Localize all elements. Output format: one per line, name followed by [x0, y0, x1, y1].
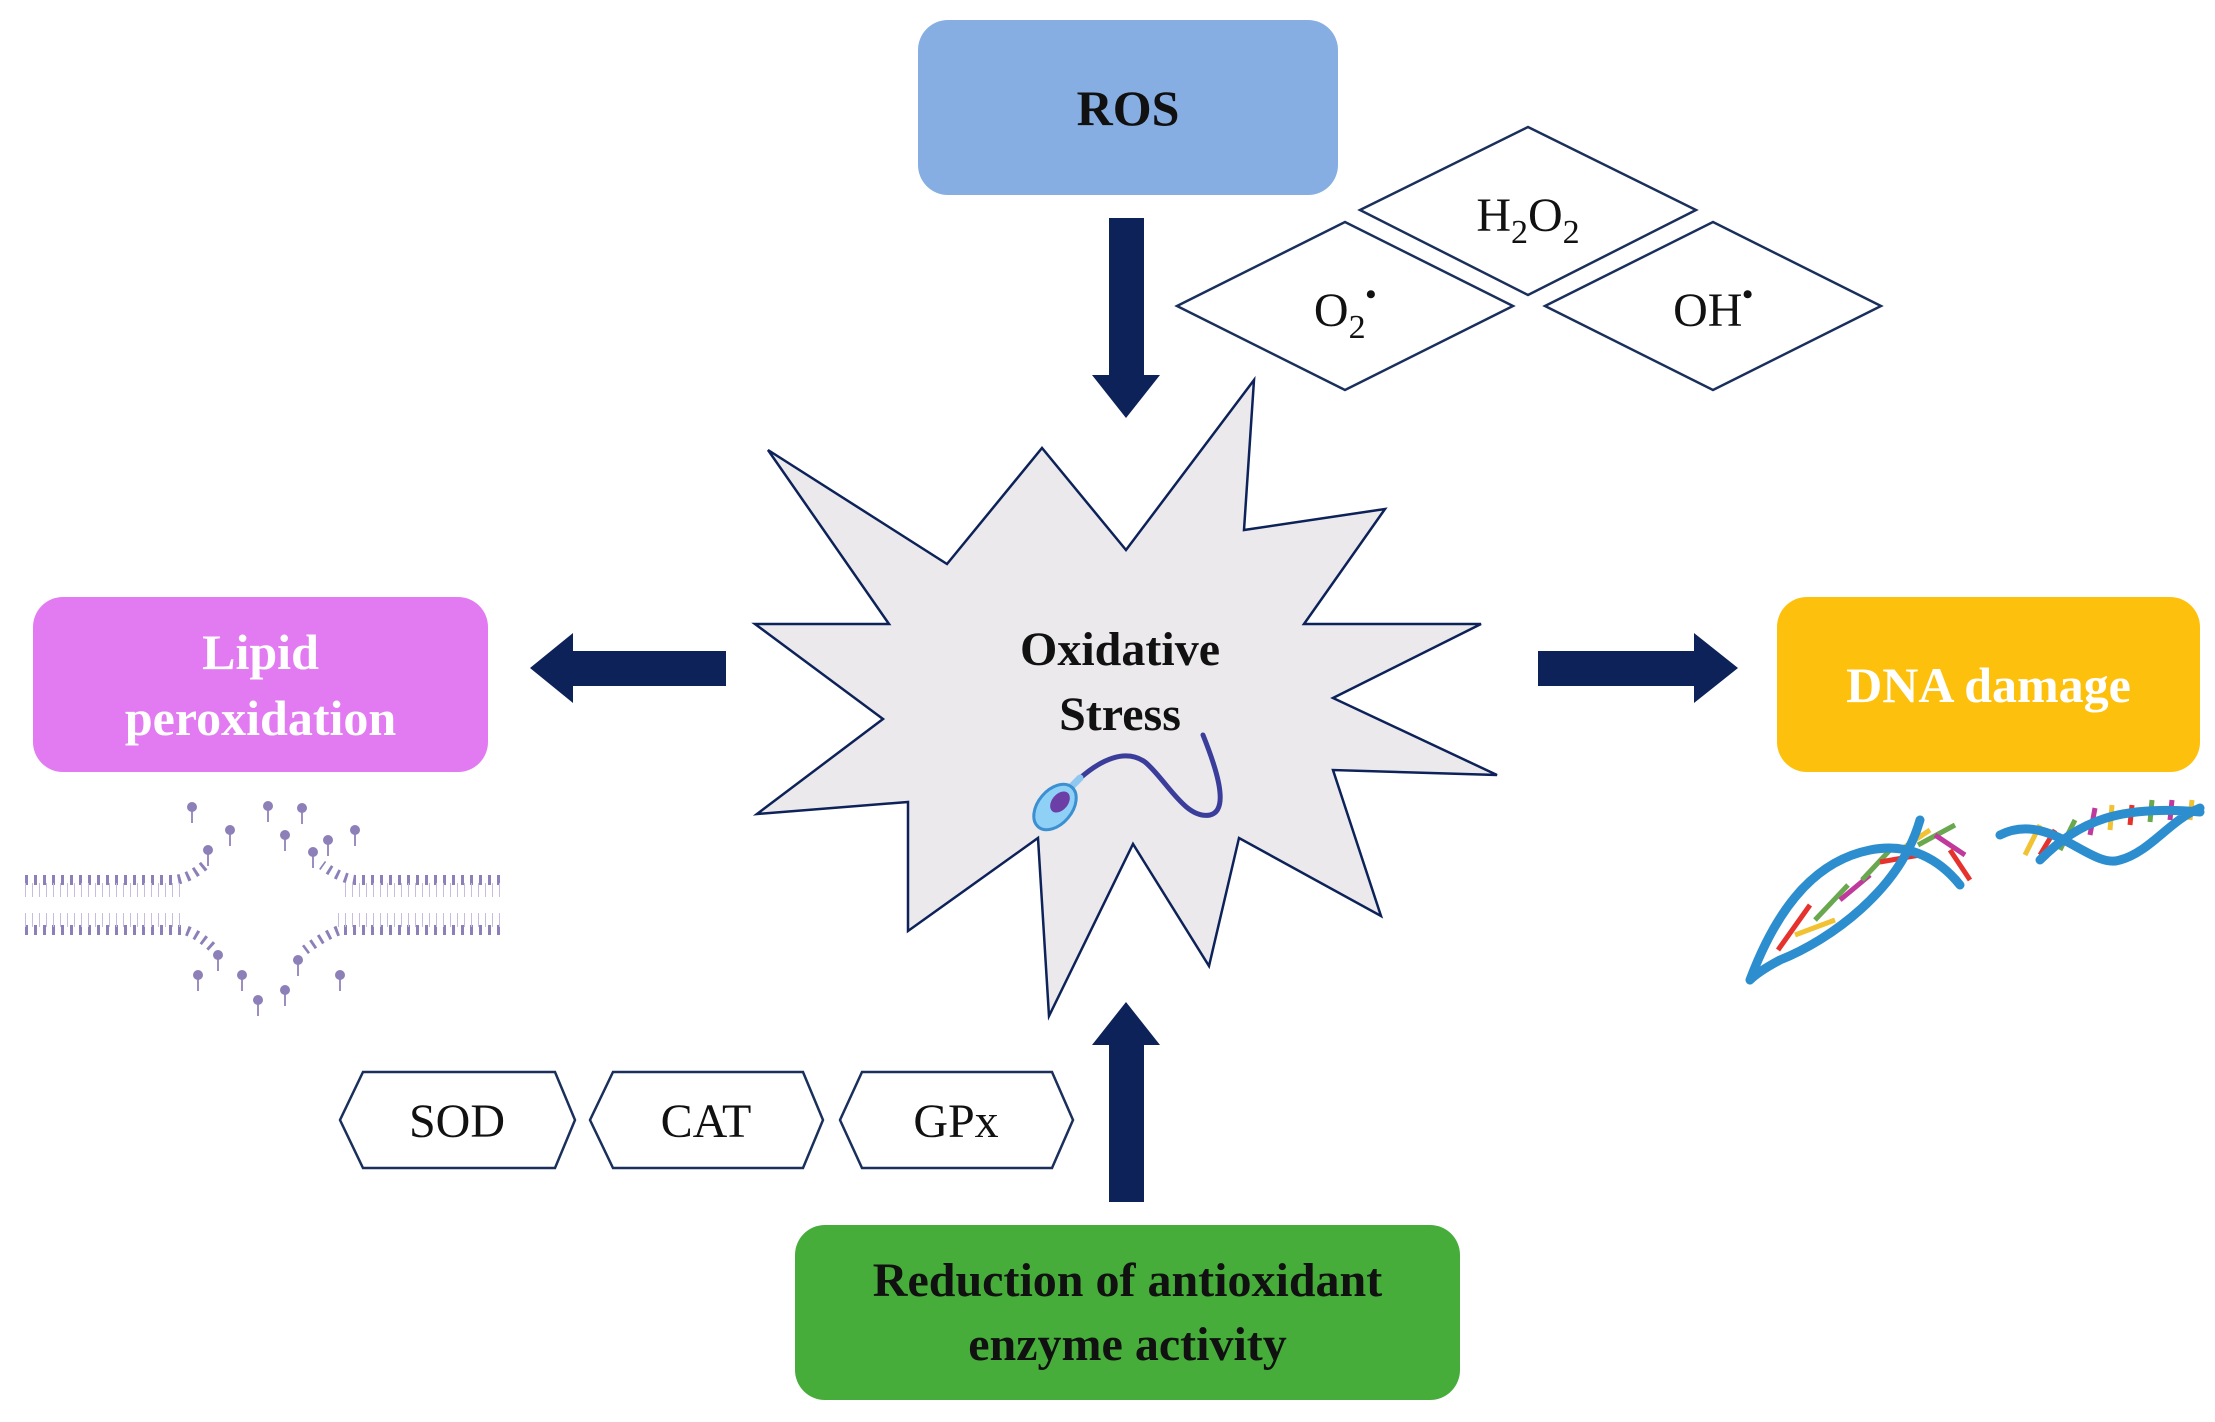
lipid-label-line2: peroxidation — [124, 689, 397, 746]
o2-radical-diamond — [1174, 220, 1516, 392]
enzyme-sod-label: SOD — [409, 1095, 505, 1148]
reduction-label-line1: Reduction of antioxidant — [872, 1254, 1383, 1308]
dna-damage-box: DNA damage — [1777, 597, 2200, 772]
dna-helix-icon — [1745, 799, 2205, 985]
sod-hexagon — [338, 1070, 577, 1170]
lipid-peroxidation-box: Lipid peroxidation — [33, 597, 488, 772]
arrow-ros-to-stress — [1092, 218, 1160, 418]
h2o2-diamond — [1357, 125, 1699, 297]
lipid-label-line1: Lipid — [202, 623, 319, 680]
reduction-label-line2: enzyme activity — [968, 1317, 1287, 1371]
o2-radical-label: O2• — [1314, 278, 1376, 346]
h2o2-label: H2O2 — [1476, 189, 1579, 251]
oh-radical-diamond — [1542, 220, 1884, 392]
arrow-reduction-to-stress — [1092, 1002, 1160, 1202]
ros-label: ROS — [1076, 79, 1180, 136]
arrow-stress-to-dna — [1538, 633, 1738, 703]
lipid-membrane-icon — [25, 800, 500, 1017]
cat-hexagon — [588, 1070, 825, 1170]
stress-label-line1: Oxidative — [1020, 623, 1220, 676]
ros-species-group: H2O2 O2• OH• — [1174, 125, 1884, 392]
enzyme-gpx-label: GPx — [913, 1095, 998, 1148]
gpx-hexagon — [838, 1070, 1075, 1170]
ros-box: ROS — [918, 20, 1338, 195]
dna-damage-label: DNA damage — [1846, 656, 2131, 713]
oxidative-stress-burst — [751, 375, 1498, 1021]
sperm-icon — [1032, 732, 1223, 832]
oh-radical-label: OH• — [1673, 278, 1753, 337]
arrow-stress-to-lipid — [530, 633, 726, 703]
enzyme-cat-label: CAT — [661, 1095, 752, 1148]
antioxidant-reduction-box: Reduction of antioxidant enzyme activity — [795, 1225, 1460, 1400]
enzyme-group: SOD CAT GPx — [338, 1070, 1075, 1170]
stress-label-line2: Stress — [1059, 688, 1181, 741]
